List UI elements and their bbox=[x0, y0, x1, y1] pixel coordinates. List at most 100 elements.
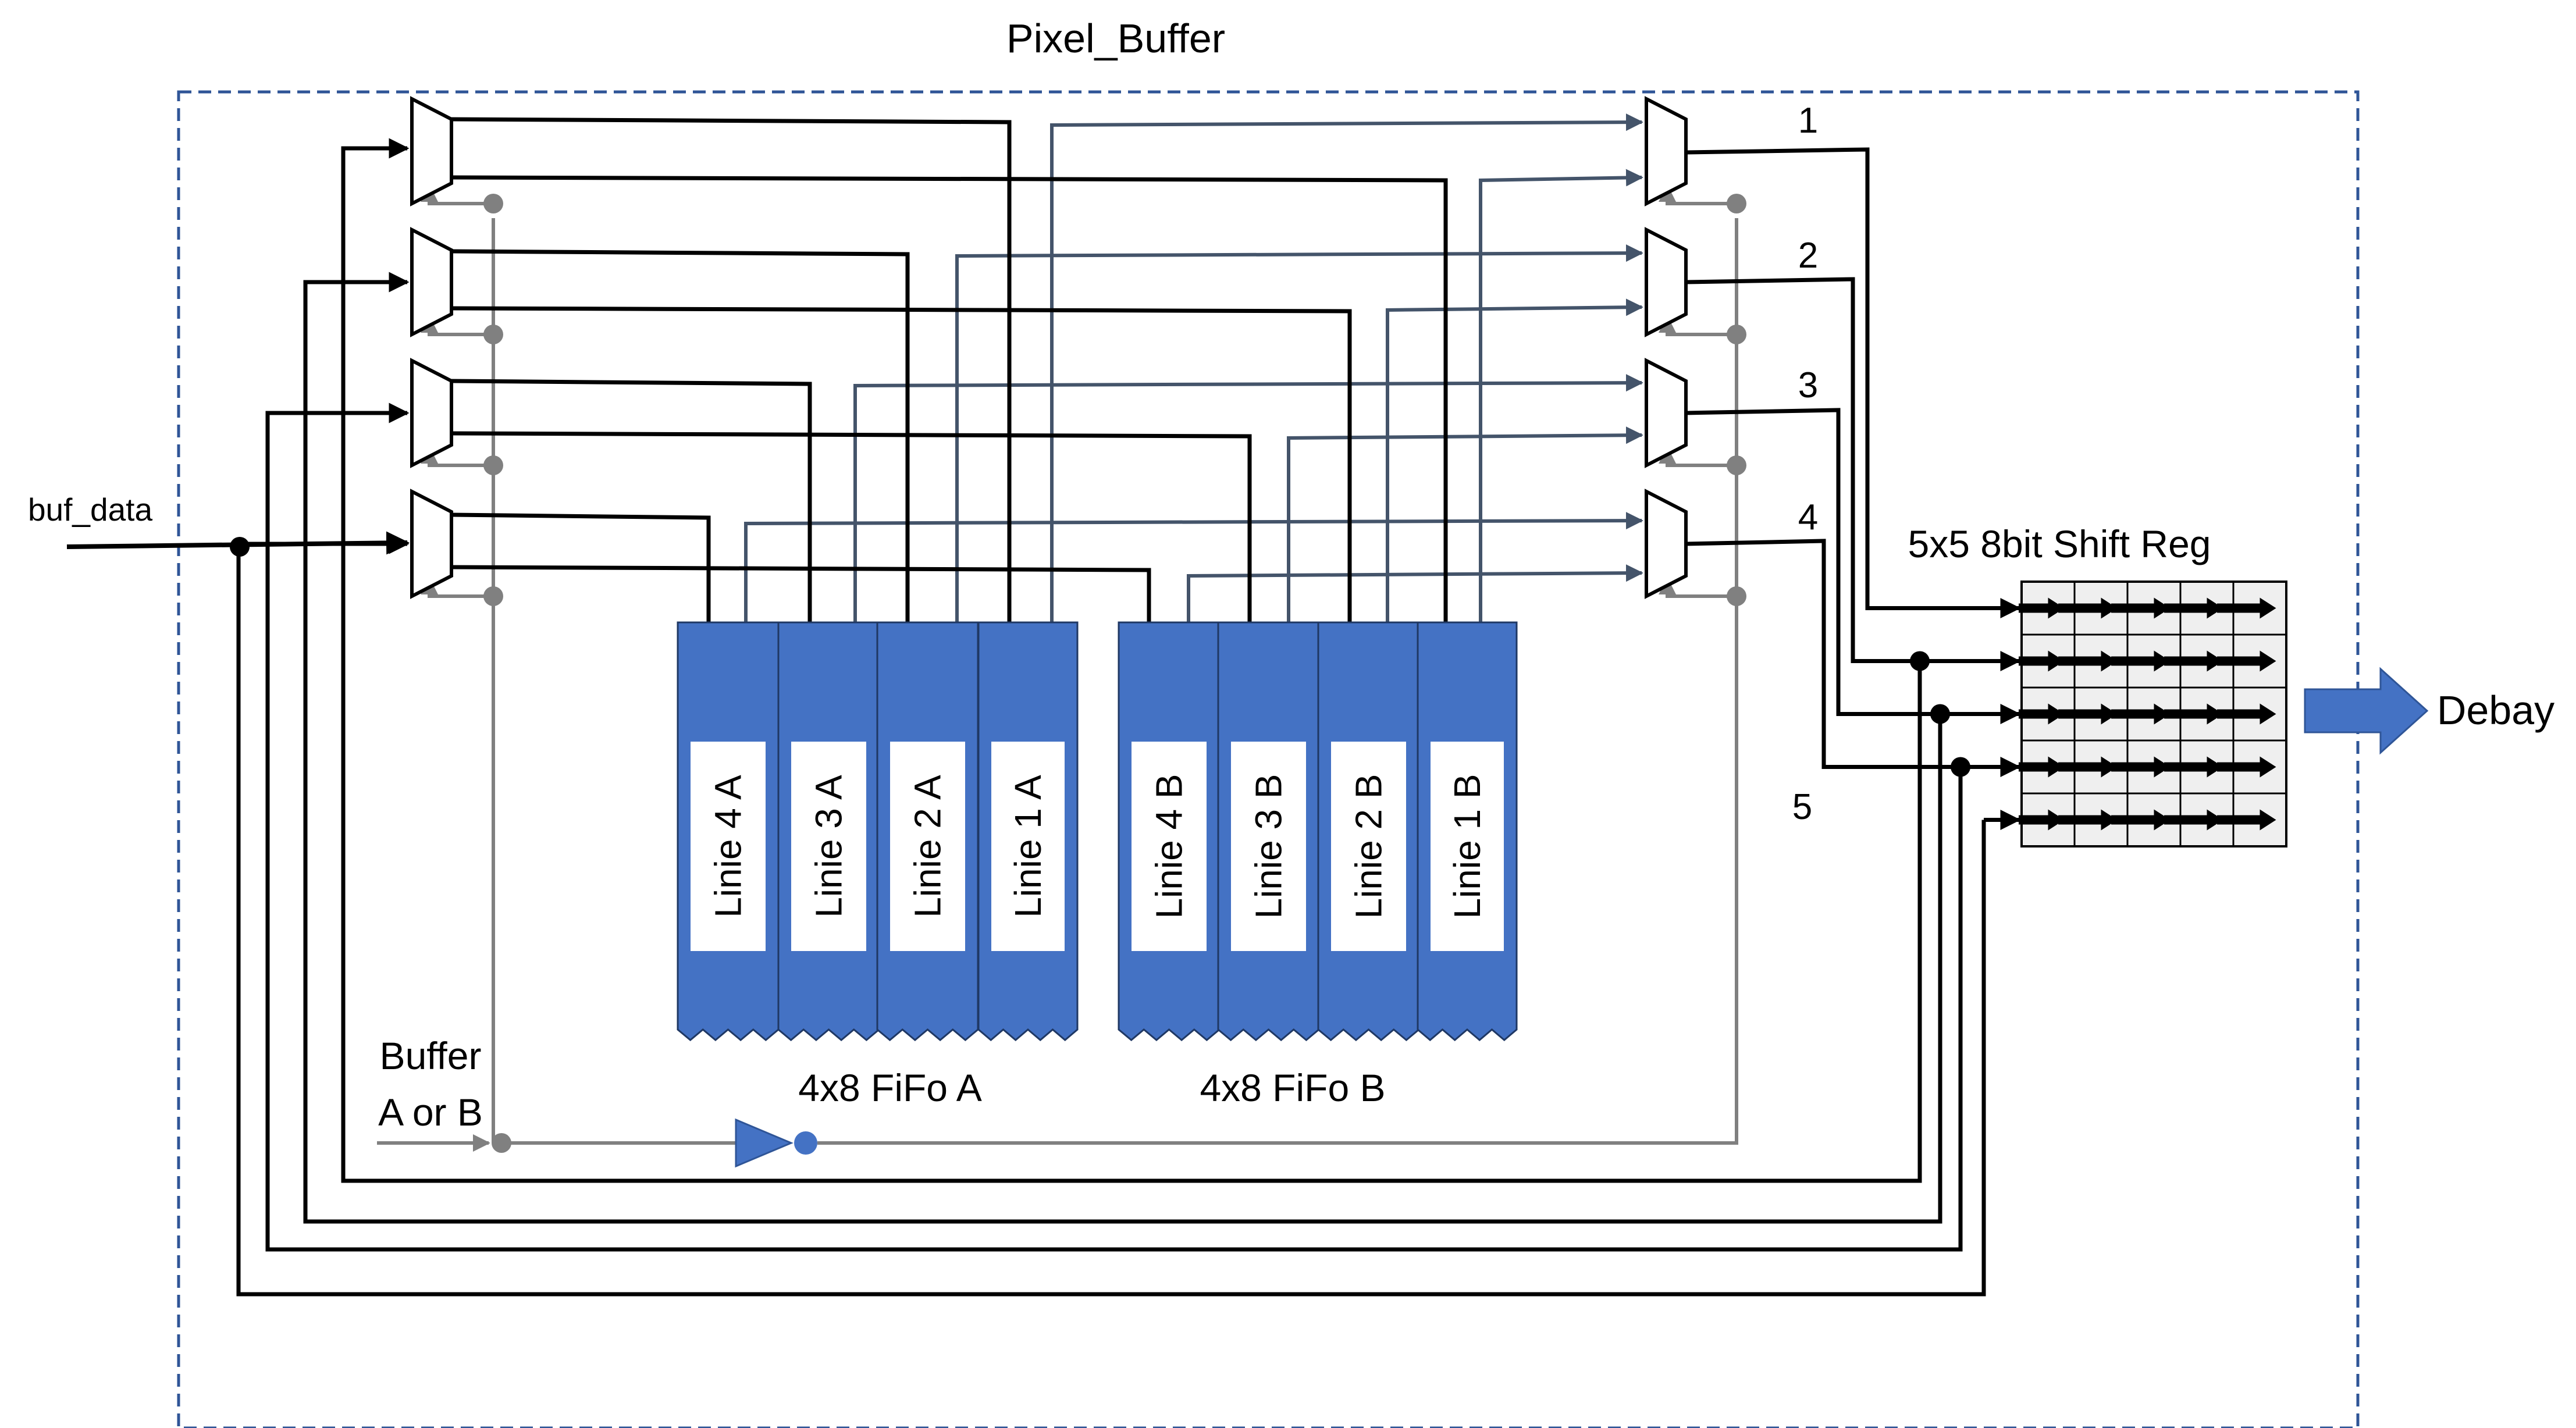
output-arrow bbox=[2304, 667, 2429, 755]
right-mux-2 bbox=[1645, 227, 1688, 337]
select-junction-right-1 bbox=[1727, 194, 1746, 213]
fifo-input-wire-7 bbox=[451, 512, 719, 670]
select-junction-right-3 bbox=[1727, 455, 1746, 475]
select-junction-right-4 bbox=[1727, 586, 1746, 606]
fifo-input-wire-6 bbox=[451, 431, 1260, 670]
fifo-a-line-label-2: Linie 3 A bbox=[808, 775, 850, 918]
fifo-input-wire-2 bbox=[451, 175, 1456, 670]
fifo-output-wire-3 bbox=[955, 244, 1643, 660]
fifo-b-label-box-1 bbox=[1132, 742, 1207, 951]
fifo-b-line-label-4: Linie 1 B bbox=[1446, 774, 1488, 918]
fifo-b-line-label-2: Linie 3 B bbox=[1248, 774, 1290, 918]
fifo-b-label-box-2 bbox=[1231, 742, 1306, 951]
shift-arrow-icon bbox=[2019, 809, 2065, 831]
shift-arrow-icon bbox=[2111, 809, 2171, 831]
shift-arrow-icon bbox=[2058, 809, 2118, 831]
inverter-icon bbox=[735, 1118, 794, 1168]
shift-arrow-icon bbox=[2111, 703, 2171, 725]
fifo-b-label: 4x8 FiFo B bbox=[1200, 1066, 1385, 1109]
shift-arrow-icon bbox=[2217, 756, 2276, 778]
feedback-junction-2 bbox=[1930, 704, 1950, 724]
fifo-a-label-box-3 bbox=[890, 742, 965, 951]
feedback-wire-1 bbox=[341, 138, 1922, 1183]
right-mux-3 bbox=[1645, 358, 1688, 468]
left-mux-1 bbox=[410, 96, 453, 206]
left-mux-4 bbox=[410, 489, 453, 599]
fifo-output-wire-6 bbox=[1287, 426, 1643, 660]
left-mux-3 bbox=[410, 358, 453, 468]
fifo-output-wire-7 bbox=[744, 512, 1643, 660]
shift-arrow-icon bbox=[2217, 703, 2276, 725]
select-junction-left-2 bbox=[483, 325, 503, 344]
shift-arrow-icon bbox=[2058, 650, 2118, 672]
fifo-b-label-box-3 bbox=[1331, 742, 1406, 951]
fifo-a-line-label-3: Linie 2 A bbox=[907, 775, 949, 918]
select-junction-right-2 bbox=[1727, 325, 1746, 344]
select-label-line1: Buffer bbox=[380, 1034, 482, 1077]
fifo-input-wire-3 bbox=[451, 249, 918, 670]
shift-arrow-icon bbox=[2019, 703, 2065, 725]
line-number-4: 4 bbox=[1798, 497, 1818, 537]
shift-arrow-icon bbox=[2164, 597, 2223, 619]
shift-arrow-icon bbox=[2164, 703, 2223, 725]
fifo-input-wire-5 bbox=[451, 379, 820, 670]
shift-arrow-icon bbox=[2217, 597, 2276, 619]
shift-register bbox=[2019, 581, 2287, 847]
select-junction-left-3 bbox=[483, 455, 503, 475]
fifo-input-wire-4 bbox=[451, 306, 1360, 670]
select-wire-right-trunk bbox=[817, 218, 1738, 1145]
shift-arrow-icon bbox=[2111, 756, 2171, 778]
fifo-a-label-box-2 bbox=[791, 742, 866, 951]
shift-arrow-icon bbox=[2019, 756, 2065, 778]
feedback-wire-3 bbox=[265, 403, 1963, 1252]
feedback-junction-1 bbox=[1910, 651, 1930, 671]
input-junction bbox=[230, 537, 250, 557]
fifo-b-line-label-1: Linie 4 B bbox=[1148, 774, 1190, 918]
output-label: Debay bbox=[2437, 688, 2554, 733]
shift-arrow-icon bbox=[2019, 597, 2065, 619]
input-label: buf_data bbox=[28, 492, 153, 528]
fifo-a-label-box-1 bbox=[691, 742, 766, 951]
feedback-junction-3 bbox=[1951, 757, 1970, 777]
diagram-title: Pixel_Buffer bbox=[1006, 16, 1225, 61]
shift-arrow-icon bbox=[2058, 703, 2118, 725]
shift-arrow-icon bbox=[2111, 597, 2171, 619]
fifo-b-label-box-4 bbox=[1431, 742, 1504, 951]
select-junction-left-1 bbox=[483, 194, 503, 213]
fifo-a-label-box-4 bbox=[991, 742, 1065, 951]
shift-arrow-icon bbox=[2164, 650, 2223, 672]
shift-arrow-icon bbox=[2217, 650, 2276, 672]
fifo-output-wires bbox=[744, 113, 1643, 660]
fifo-output-wire-2 bbox=[1479, 169, 1643, 660]
feedback-wire-4 bbox=[236, 533, 1986, 1297]
right-mux-1 bbox=[1645, 96, 1688, 206]
fifo-output-wire-1 bbox=[1050, 113, 1643, 660]
pixel-buffer-frame bbox=[177, 90, 2360, 1428]
select-junction-left-4 bbox=[483, 586, 503, 606]
multiplexers bbox=[410, 96, 1688, 599]
fifo-a-label: 4x8 FiFo A bbox=[798, 1066, 981, 1109]
shift-reg-label: 5x5 8bit Shift Reg bbox=[1908, 522, 2211, 565]
feedback-wire-2 bbox=[303, 272, 1942, 1224]
shift-reg-input-wire-2 bbox=[1685, 277, 2021, 671]
line-number-1: 1 bbox=[1798, 101, 1818, 141]
shift-reg-input-wire-1 bbox=[1685, 147, 2021, 618]
shift-arrow-icon bbox=[2058, 597, 2118, 619]
fifo-a-line-label-4: Linie 1 A bbox=[1007, 775, 1049, 918]
fifo-input-wire-1 bbox=[451, 117, 1020, 670]
shift-reg-input-wire-3 bbox=[1685, 408, 2021, 724]
line-number-3: 3 bbox=[1798, 365, 1818, 405]
shift-arrow-icon bbox=[2111, 650, 2171, 672]
fifo-b-line-label-3: Linie 2 B bbox=[1348, 774, 1390, 918]
select-label-line2: A or B bbox=[378, 1091, 483, 1134]
line-number-5: 5 bbox=[1792, 787, 1812, 827]
shift-arrow-icon bbox=[2217, 809, 2276, 831]
fifo-output-wire-4 bbox=[1386, 298, 1643, 660]
left-mux-2 bbox=[410, 227, 453, 337]
shift-arrow-icon bbox=[2019, 650, 2065, 672]
shift-arrow-icon bbox=[2164, 809, 2223, 831]
inverter-bubble-icon bbox=[794, 1131, 817, 1155]
data-wires bbox=[230, 117, 2021, 1297]
